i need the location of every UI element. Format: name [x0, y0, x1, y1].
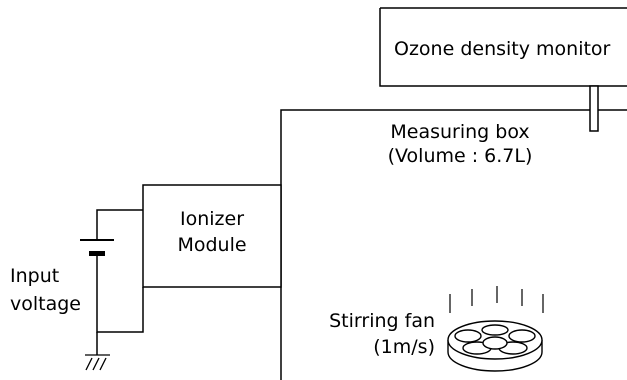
stirring-fan-label: Stirring fan (1m/s): [300, 308, 435, 360]
airflow-lines-icon: [449, 286, 544, 313]
ionizer-module-label: Ionizer Module: [143, 206, 281, 258]
ground-icon: [85, 354, 110, 371]
monitor-label: Ozone density monitor: [394, 38, 611, 60]
input-voltage-line2: voltage: [10, 293, 81, 315]
measuring-box-label: Measuring box (Volume : 6.7L): [372, 120, 548, 168]
monitor-box: [379, 7, 627, 87]
measuring-box-volume: (Volume : 6.7L): [387, 145, 533, 167]
ionizer-line1: Ionizer: [179, 208, 245, 230]
ionizer-module-box: [142, 184, 282, 288]
stirring-fan-line1: Stirring fan: [329, 310, 435, 332]
input-voltage-line1: Input: [10, 265, 60, 287]
wire-bottom: [96, 256, 144, 333]
measuring-box-outline: [280, 109, 627, 380]
measuring-box-title: Measuring box: [390, 121, 530, 143]
ionizer-line2: Module: [177, 234, 247, 256]
sensor-probe: [589, 85, 599, 132]
stirring-fan-line2: (1m/s): [373, 336, 435, 358]
battery-icon: [80, 239, 114, 256]
input-voltage-label: Input voltage: [10, 262, 81, 318]
fan-icon: [447, 320, 543, 372]
wire-top: [96, 209, 143, 240]
